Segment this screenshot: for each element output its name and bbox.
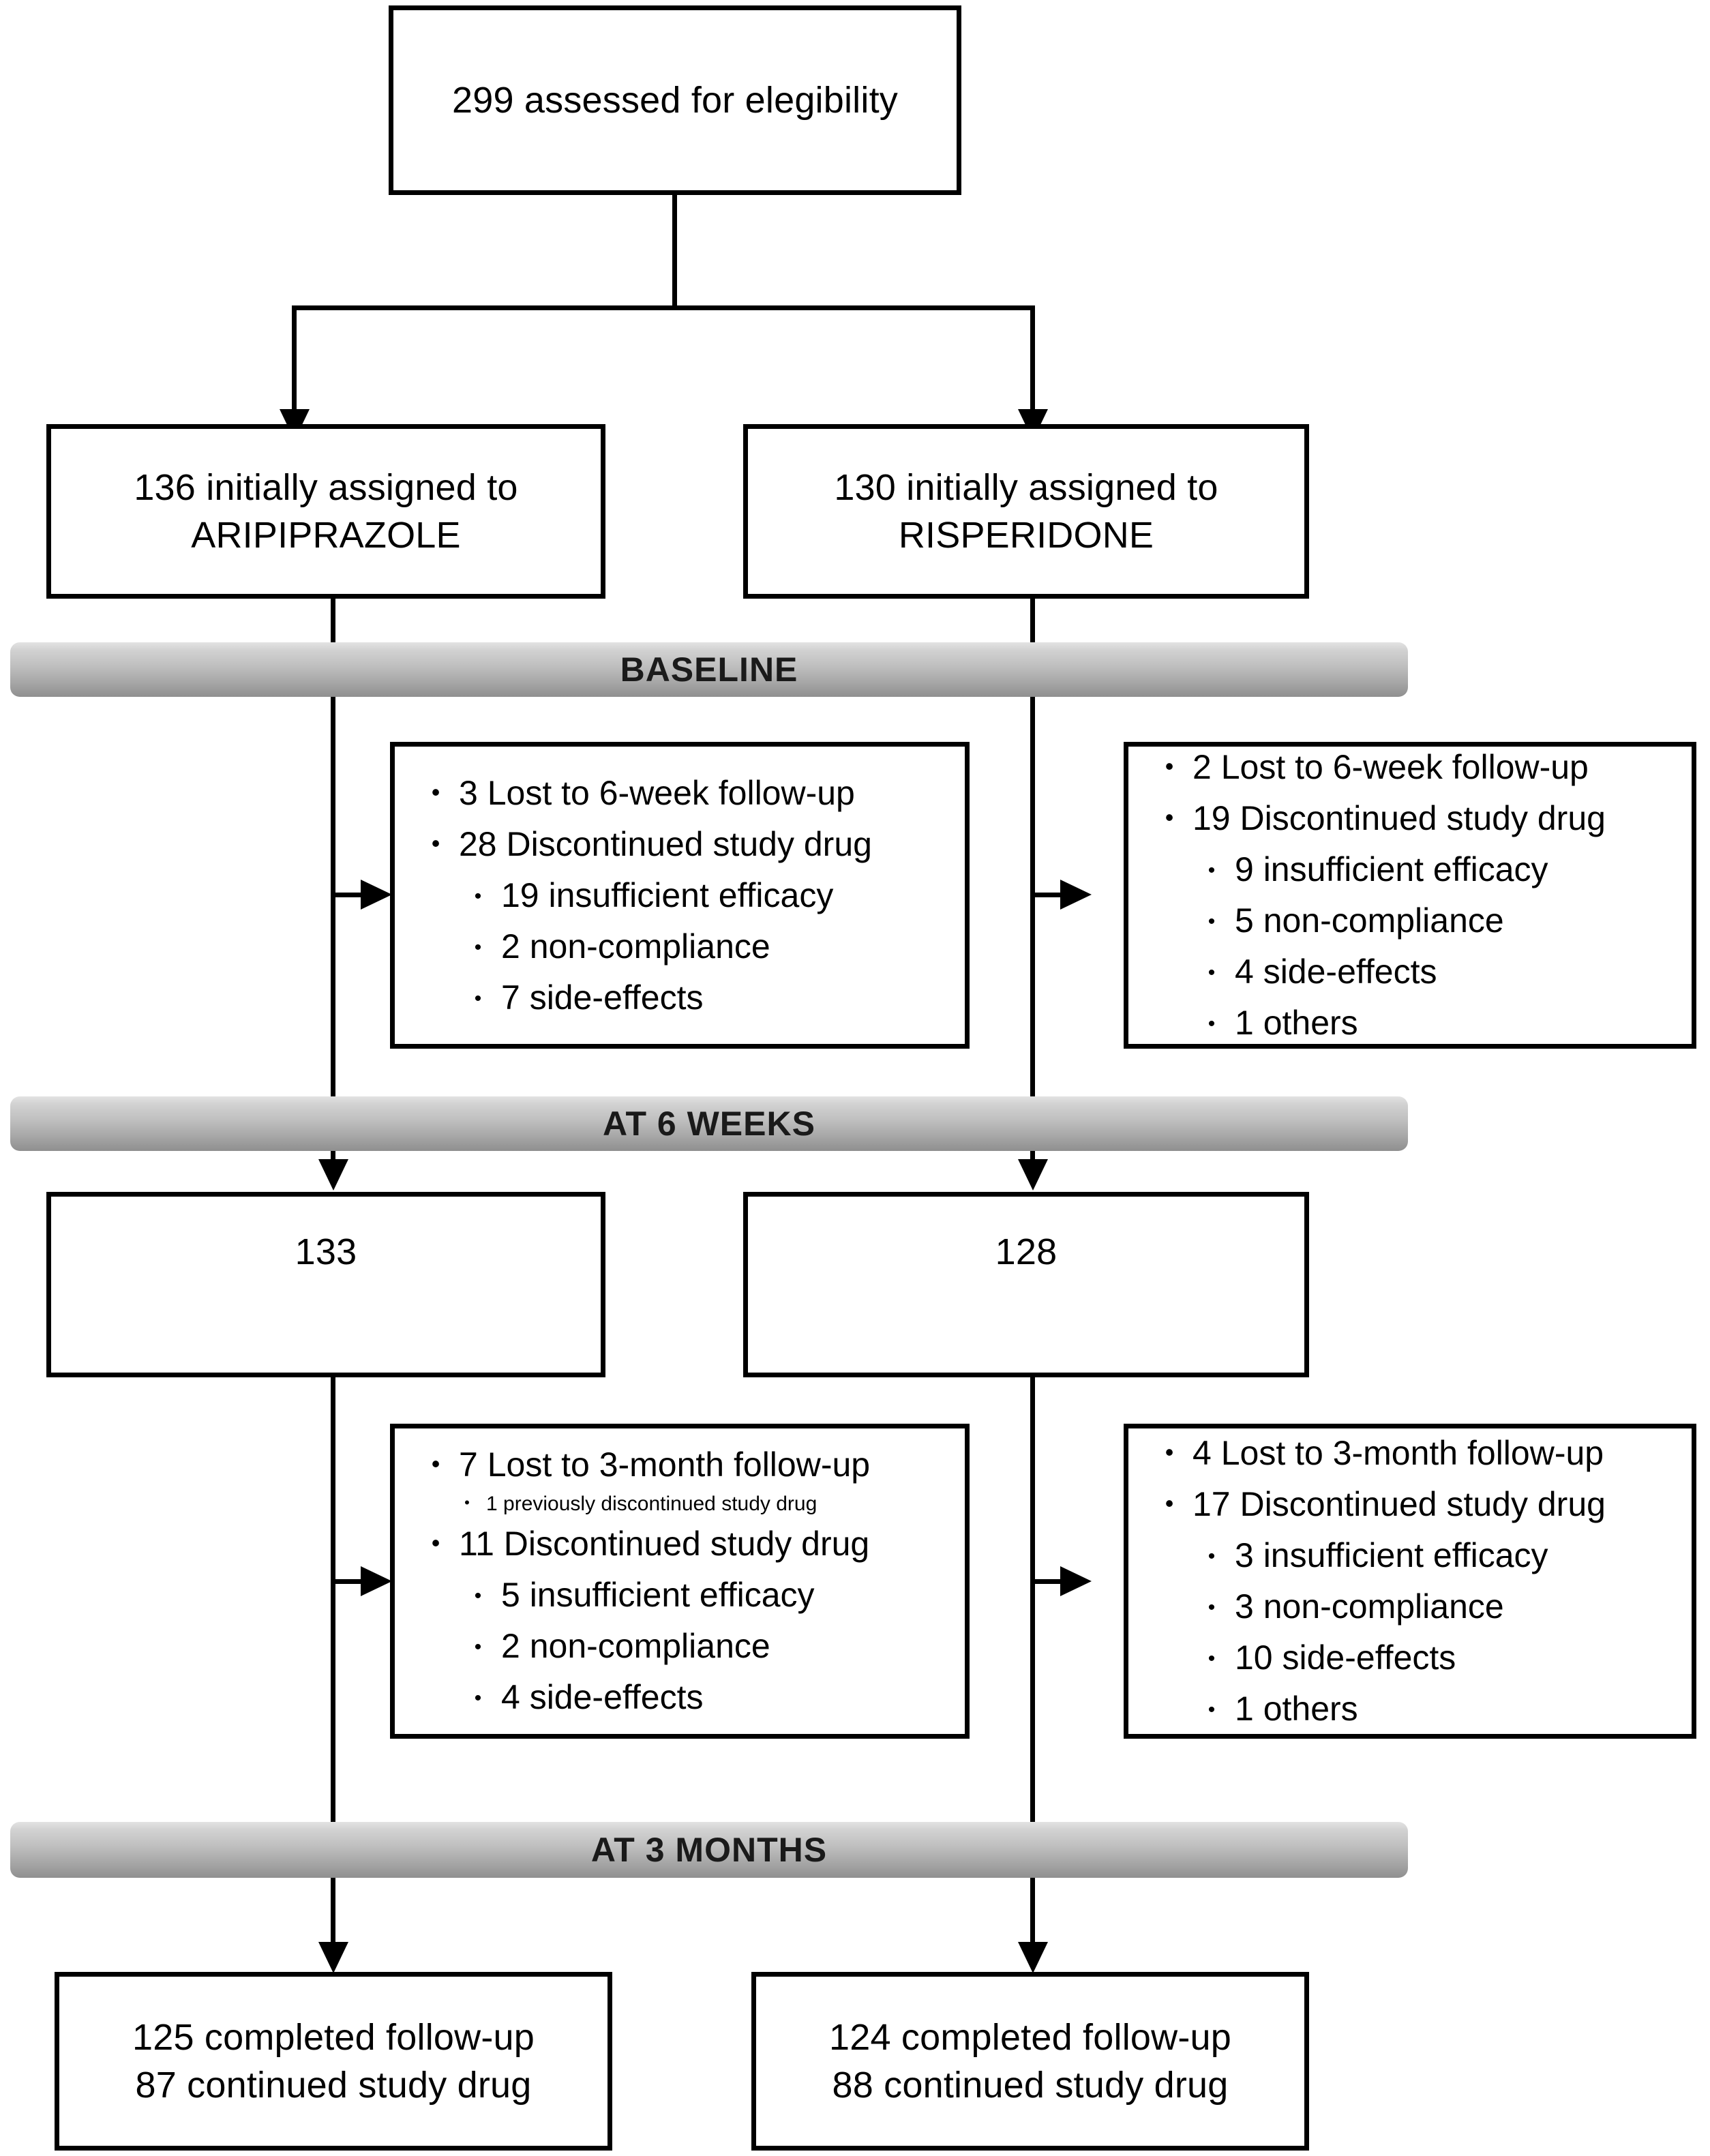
arrow-down-icon: [1018, 1942, 1048, 1973]
bullet-icon: •: [1208, 1698, 1216, 1721]
split-stem: [672, 195, 677, 308]
list-item: • 3 Lost to 6-week follow-up: [412, 771, 952, 815]
final-right-box: 124 completed follow-up 88 continued stu…: [751, 1972, 1309, 2151]
left-spine-upper: [331, 599, 335, 1161]
arrow-right-icon: [1060, 880, 1092, 910]
list-item: • 17 Discontinued study drug: [1146, 1482, 1679, 1527]
assessed-for-eligibility-text: 299 assessed for elegibility: [452, 79, 898, 121]
list-item: • 1 others: [1146, 1001, 1679, 1045]
list-item: • 19 insufficient efficacy: [412, 873, 952, 918]
arrow-right-icon: [1060, 1566, 1092, 1596]
bullet-icon: •: [474, 1687, 482, 1709]
split-left-drop: [292, 305, 297, 418]
list-item-note: • 1 previously discontinued study drug: [412, 1491, 952, 1517]
bullet-icon: •: [1165, 752, 1174, 780]
list-item: • 11 Discontinued study drug: [412, 1522, 952, 1566]
banner-baseline-label: BASELINE: [620, 650, 798, 689]
left-dropout-6w-connector: [331, 893, 365, 897]
dropout-3month-left-box: • 7 Lost to 3-month follow-up • 1 previo…: [390, 1424, 970, 1739]
right-dropout-6w-connector: [1030, 893, 1064, 897]
bullet-icon: •: [1208, 1647, 1216, 1670]
left-spine-lower: [331, 1377, 335, 1855]
left-dropout-3m-connector: [331, 1579, 365, 1584]
list-item: • 10 side-effects: [1146, 1636, 1679, 1680]
bullet-icon: •: [431, 828, 440, 857]
bullet-icon: •: [474, 1636, 482, 1658]
bullet-icon: •: [1165, 1438, 1174, 1466]
list-item: • 9 insufficient efficacy: [1146, 848, 1679, 892]
assigned-left-box: 136 initially assigned to ARIPIPRAZOLE: [46, 424, 605, 599]
list-item: • 7 Lost to 3-month follow-up: [412, 1443, 952, 1487]
bullet-icon: •: [1208, 1545, 1216, 1568]
final-left-box: 125 completed follow-up 87 continued stu…: [55, 1972, 612, 2151]
arrow-down-icon: [318, 1942, 348, 1973]
dropout-6week-left-box: • 3 Lost to 6-week follow-up • 28 Discon…: [390, 742, 970, 1049]
bullet-icon: •: [1208, 1013, 1216, 1035]
bullet-icon: •: [431, 777, 440, 806]
final-right-text: 124 completed follow-up 88 continued stu…: [829, 2016, 1231, 2106]
right-dropout-3m-connector: [1030, 1579, 1064, 1584]
arrow-down-icon: [318, 1159, 348, 1191]
banner-baseline: BASELINE: [10, 642, 1408, 697]
banner-six-weeks: AT 6 WEEKS: [10, 1096, 1408, 1151]
right-spine-final: [1030, 1878, 1035, 1946]
banner-six-weeks-label: AT 6 WEEKS: [603, 1105, 815, 1143]
list-item: • 2 Lost to 6-week follow-up: [1146, 745, 1679, 790]
arrow-right-icon: [361, 880, 392, 910]
left-spine-final: [331, 1878, 335, 1946]
bullet-icon: •: [464, 1494, 470, 1511]
list-item: • 3 insufficient efficacy: [1146, 1533, 1679, 1578]
bullet-icon: •: [474, 884, 482, 908]
bullet-icon: •: [431, 1450, 440, 1478]
banner-three-months-label: AT 3 MONTHS: [590, 1831, 828, 1869]
right-spine-upper: [1030, 599, 1035, 1161]
list-item: • 2 non-compliance: [412, 1624, 952, 1668]
bullet-icon: •: [431, 1529, 440, 1557]
bullet-icon: •: [1208, 1596, 1216, 1619]
final-left-text: 125 completed follow-up 87 continued stu…: [132, 2016, 535, 2106]
list-item: • 4 Lost to 3-month follow-up: [1146, 1431, 1679, 1476]
list-item: • 4 side-effects: [412, 1675, 952, 1720]
list-item: • 4 side-effects: [1146, 950, 1679, 994]
list-item: • 19 Discontinued study drug: [1146, 796, 1679, 841]
split-right-drop: [1030, 305, 1035, 418]
bullet-icon: •: [474, 987, 482, 1010]
at-6-weeks-right-box: 128: [743, 1192, 1309, 1377]
list-item: • 5 insufficient efficacy: [412, 1573, 952, 1617]
bullet-icon: •: [1165, 803, 1174, 831]
bullet-icon: •: [1208, 859, 1216, 882]
dropout-6week-right-box: • 2 Lost to 6-week follow-up • 19 Discon…: [1124, 742, 1696, 1049]
list-item: • 7 side-effects: [412, 976, 952, 1020]
at-6-weeks-left-count: 133: [295, 1231, 357, 1272]
at-6-weeks-left-box: 133: [46, 1192, 605, 1377]
assigned-left-text: 136 initially assigned to ARIPIPRAZOLE: [134, 466, 518, 556]
at-6-weeks-right-count: 128: [995, 1231, 1058, 1272]
assigned-right-text: 130 initially assigned to RISPERIDONE: [834, 466, 1218, 556]
right-spine-lower: [1030, 1377, 1035, 1855]
list-item: • 3 non-compliance: [1146, 1585, 1679, 1629]
split-bar: [292, 305, 1035, 310]
arrow-right-icon: [361, 1566, 392, 1596]
bullet-icon: •: [1165, 1489, 1174, 1517]
bullet-icon: •: [1208, 910, 1216, 933]
banner-three-months: AT 3 MONTHS: [10, 1822, 1408, 1878]
list-item: • 1 others: [1146, 1687, 1679, 1731]
bullet-icon: •: [474, 935, 482, 959]
bullet-icon: •: [474, 1585, 482, 1607]
list-item: • 2 non-compliance: [412, 925, 952, 969]
list-item: • 28 Discontinued study drug: [412, 822, 952, 867]
assessed-for-eligibility-box: 299 assessed for elegibility: [389, 5, 961, 195]
assigned-right-box: 130 initially assigned to RISPERIDONE: [743, 424, 1309, 599]
bullet-icon: •: [1208, 961, 1216, 984]
arrow-down-icon: [1018, 1159, 1048, 1191]
list-item: • 5 non-compliance: [1146, 899, 1679, 943]
dropout-3month-right-box: • 4 Lost to 3-month follow-up • 17 Disco…: [1124, 1424, 1696, 1739]
